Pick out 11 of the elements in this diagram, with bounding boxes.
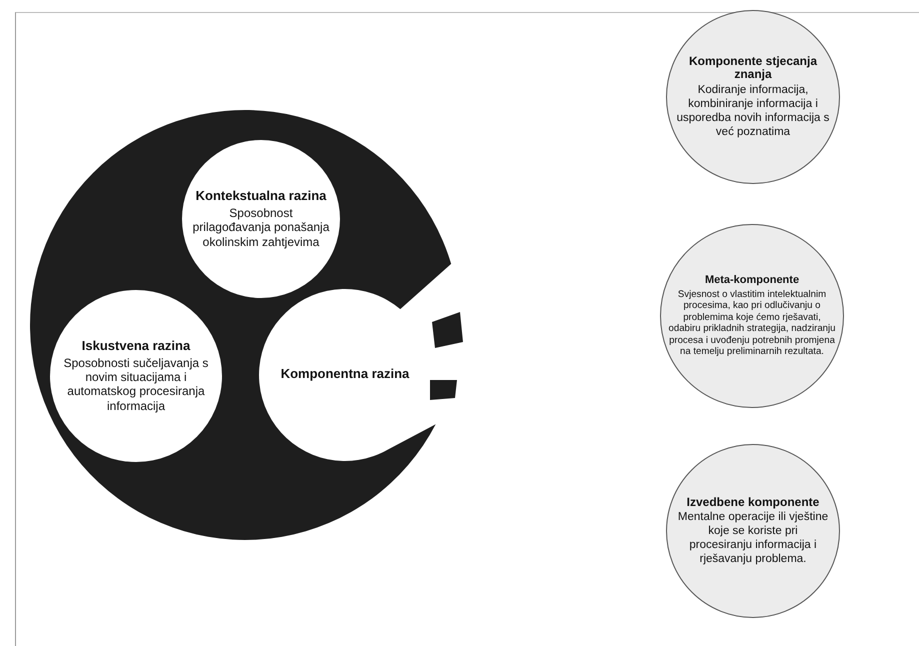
circle-description: Svjesnost o vlastitim intelektualnim procesima, kao pri odlučivanju o problemima koje ćemo rješavati, odabiru prikladnih strategija, nadziranju procesa i uvođenju potrebnih promjena na temelju preliminarnih rezultata. <box>668 288 836 358</box>
circle-heading: Komponentna razina <box>280 366 410 382</box>
circle-description: Sposobnost prilagođavanja ponašanja okolinskim zahtjevima <box>192 206 330 250</box>
circle-heading: Izvedbene komponente <box>686 496 820 510</box>
circle-heading: Meta-komponente <box>704 274 800 287</box>
circle-description: Kodiranje informacija, kombiniranje informacija i usporedba novih informacija s već poznatima <box>676 84 830 140</box>
circle-heading: Iskustvena razina <box>82 338 190 354</box>
circle-heading: Kontekstualna razina <box>196 188 326 204</box>
circle-description: Sposobnosti sučeljavanja s novim situacijama i automatskog procesiranja informacija <box>62 356 210 414</box>
circle-heading: Komponente stjecanja znanja <box>688 54 818 82</box>
circle-description: Mentalne operacije ili vještine koje se koriste pri procesiranju informacija i rješavanju problema. <box>677 511 829 566</box>
